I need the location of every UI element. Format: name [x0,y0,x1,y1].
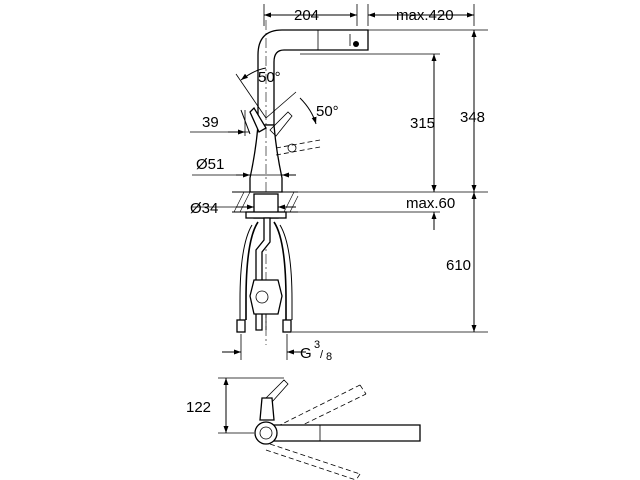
hose-right [273,221,287,320]
lever-handle [249,106,267,133]
dim-swivel-angle-top: 50° [258,69,281,86]
dim-spout-height: 315 [410,115,435,132]
faucet-top-view [218,377,421,480]
dim-total-height: 348 [460,109,485,126]
fixing-plate [245,211,287,219]
hose-weight [249,279,283,315]
underside-hoses [236,217,293,333]
base-top-view [254,421,278,445]
dim-thread-denominator: 8 [326,351,332,363]
dim-max-pullout: max.420 [396,7,454,24]
dim-max-counter-thickness: max.60 [406,195,455,212]
connector-right [282,319,292,333]
dimension-lines [190,4,488,360]
hose-right-outer [279,224,293,320]
dim-body-diameter: Ø51 [196,156,224,173]
dim-spout-reach: 204 [294,7,319,24]
lever-swung-position [269,111,293,137]
countertop-section [232,191,299,219]
hose-weight-ring [255,290,269,304]
hose-left [245,221,259,320]
spout-swing-lower [265,443,361,480]
dim-top-view-depth: 122 [186,399,211,416]
svg-text:/: / [320,349,324,361]
dimension-labels: 204 max.420 50° 50° 39 Ø51 Ø34 315 348 m… [186,7,485,416]
connector-left [236,319,246,333]
spout-top-view [265,424,421,442]
dim-swivel-angle-side: 50° [316,103,339,120]
lever-top-swung [265,379,289,403]
pulled-spray-ghost [275,139,321,156]
lever-top-view [259,397,275,421]
hose-left-outer [239,224,253,320]
dim-thread-numerator: 3 [314,339,320,351]
dim-mounting-hole: Ø34 [190,200,218,217]
dim-connection-thread: G [300,345,312,362]
spray-ghost-head [287,143,297,153]
dim-hose-length: 610 [446,257,471,274]
spray-outlet [353,41,359,47]
lever-rest-position [240,109,251,135]
dim-lever-offset: 39 [202,114,219,131]
